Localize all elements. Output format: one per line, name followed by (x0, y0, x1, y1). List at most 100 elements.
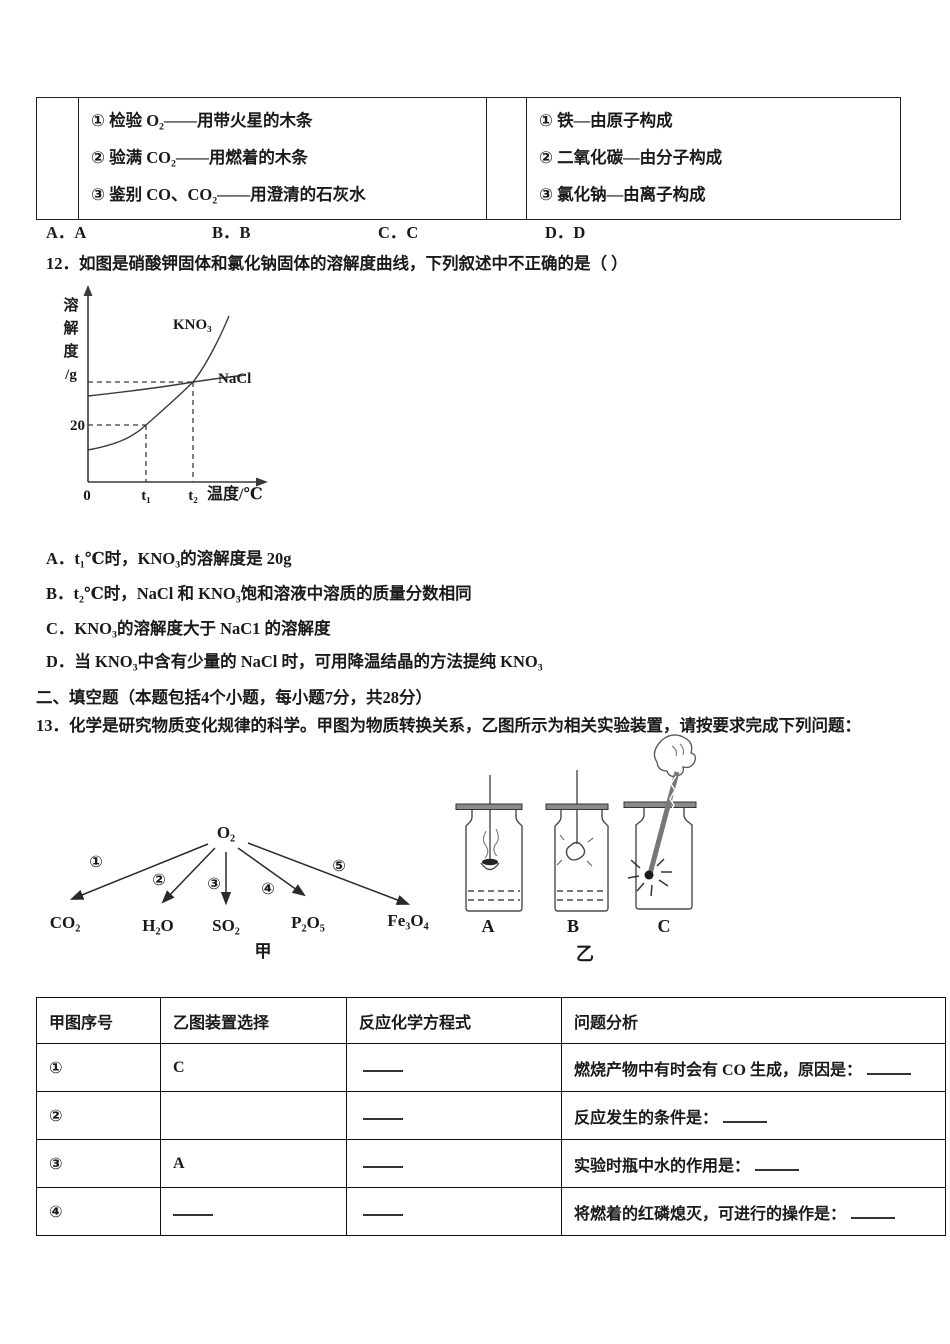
jia-caption: 甲 (255, 942, 272, 961)
row2-equation-blank (363, 1113, 403, 1120)
q12-option-b: B．t₂℃时，NaCl 和 KNO₃饱和溶液中溶质的质量分数相同 (46, 584, 472, 603)
row4-equation-blank (363, 1209, 403, 1216)
row3-device: A (160, 1139, 347, 1188)
q11-right-item-2: ② 二氧化碳—由分子构成 (539, 148, 723, 167)
q13-stem: 13．化学是研究物质变化规律的科学。甲图为物质转换关系，乙图所示为相关实验装置，… (36, 716, 861, 735)
row4-device-cell (160, 1187, 347, 1236)
q11-option-b: B．B (212, 223, 251, 242)
q11-table-gutter-left (36, 97, 79, 220)
arrow-2-icon (161, 847, 216, 904)
arrow-4-icon (237, 847, 306, 897)
row4-analysis-text: 将燃着的红磷熄灭，可进行的操作是： (574, 1205, 847, 1223)
arrow-label-2: ② (152, 872, 166, 889)
row3-analysis-cell: 实验时瓶中水的作用是： (561, 1139, 946, 1188)
bottle-a-sample (482, 858, 498, 866)
xaxis-label: 温度/℃ (206, 484, 263, 503)
bottle-b-label: B (567, 916, 579, 936)
row2-analysis-blank (723, 1116, 768, 1123)
q11-table-gutter-mid (486, 97, 527, 220)
solubility-chart: 溶 解 度 /g KNO₃ NaCl 20 0 t₁ t₂ 温度/℃ (63, 285, 268, 504)
q13-table-header-row: 甲图序号 乙图装置选择 反应化学方程式 问题分析 (36, 997, 946, 1044)
product-h2o: H₂O (142, 916, 174, 935)
table-row: ① C 燃烧产物中有时会有 CO 生成，原因是： (36, 1043, 946, 1092)
product-co2: CO₂ (50, 913, 81, 932)
row2-device (160, 1091, 347, 1140)
yi-diagram: A B C 乙 (455, 734, 697, 964)
nacl-curve (87, 374, 247, 397)
q11-comparison-table: ① 检验 O₂——用带火星的木条 ② 验满 CO₂——用燃着的木条 ③ 鉴别 C… (36, 97, 901, 220)
q11-left-item-3: ③ 鉴别 CO、CO₂——用澄清的石灰水 (91, 185, 366, 204)
row1-analysis-cell: 燃烧产物中有时会有 CO 生成，原因是： (561, 1043, 946, 1092)
section2-heading: 二、填空题（本题包括4个小题，每小题7分，共28分） (36, 688, 432, 707)
row1-analysis-blank (867, 1068, 912, 1075)
bottle-a-lid (455, 803, 523, 810)
product-fe3o4: Fe₃O₄ (387, 911, 428, 930)
hand-detail-icon (671, 743, 685, 757)
q11-table-right-cell: ① 铁—由原子构成 ② 二氧化碳—由分子构成 ③ 氯化钠—由离子构成 (526, 97, 901, 220)
q11-left-item-2: ② 验满 CO₂——用燃着的木条 (91, 148, 308, 167)
header-jia-seq: 甲图序号 (36, 997, 161, 1044)
yi-caption: 乙 (576, 944, 594, 964)
ylabel-char-3: 度 (63, 342, 79, 360)
bottle-a-label: A (482, 916, 495, 936)
row2-analysis-cell: 反应发生的条件是： (561, 1091, 946, 1140)
bottle-c (623, 734, 697, 910)
kno3-curve (87, 315, 230, 451)
row2-equation-cell (346, 1091, 562, 1140)
kno3-curve-label: KNO₃ (173, 317, 212, 333)
q11-option-a: A．A (46, 223, 87, 242)
y-axis-arrow-icon (83, 285, 93, 296)
q11-option-d: D．D (545, 223, 586, 242)
arrow-label-1: ① (89, 854, 103, 871)
row4-analysis-blank (851, 1212, 896, 1219)
bottle-a-smoke-icon (482, 830, 489, 859)
q11-option-c: C．C (378, 223, 419, 242)
row1-equation-cell (346, 1043, 562, 1092)
ylabel-char-1: 溶 (63, 296, 78, 314)
jia-diagram: O₂ ① ② ③ ④ ⑤ CO₂ H₂O SO₂ P₂O₅ Fe₃O₄ 甲 (50, 823, 429, 961)
arrow-label-5: ⑤ (332, 858, 346, 875)
bottle-c-wire-twist (666, 775, 677, 845)
q13-answer-table: 甲图序号 乙图装置选择 反应化学方程式 问题分析 ① C 燃烧产物中有时会有 C… (36, 997, 946, 1236)
bottle-c-burning-tip (644, 870, 654, 880)
row4-equation-cell (346, 1187, 562, 1236)
q12-option-a: A．t₁℃时，KNO₃的溶解度是 20g (46, 549, 292, 568)
header-equation: 反应化学方程式 (346, 997, 562, 1044)
row3-analysis-text: 实验时瓶中水的作用是： (574, 1157, 751, 1175)
bottle-c-label: C (658, 916, 671, 936)
bottle-c-wire (647, 771, 680, 875)
q11-right-item-1: ① 铁—由原子构成 (539, 111, 673, 130)
q11-options-row: A．A B．B C．C D．D (0, 219, 950, 243)
bottle-b-body (554, 810, 609, 912)
ylabel-char-2: 解 (63, 319, 78, 337)
arrow-5-icon (247, 842, 411, 905)
arrow-label-4: ④ (261, 881, 275, 898)
header-analysis: 问题分析 (561, 997, 946, 1044)
table-row: ③ A 实验时瓶中水的作用是： (36, 1139, 946, 1188)
row2-analysis-text: 反应发生的条件是： (574, 1109, 719, 1127)
header-yi-device: 乙图装置选择 (160, 997, 347, 1044)
q12-stem: 12．如图是硝酸钾固体和氯化钠固体的溶解度曲线，下列叙述中不正确的是（ ） (46, 254, 628, 273)
q11-left-item-1: ① 检验 O₂——用带火星的木条 (91, 111, 313, 130)
xtick-t1: t₁ (141, 488, 151, 504)
bottle-a-spoon (480, 862, 500, 871)
row4-seq: ④ (36, 1187, 161, 1236)
bottle-c-lid (623, 801, 697, 808)
xtick-t2: t₂ (188, 488, 198, 504)
q11-right-item-3: ③ 氯化钠—由离子构成 (539, 185, 706, 204)
jia-center-o2: O₂ (217, 823, 235, 842)
row3-equation-blank (363, 1161, 403, 1168)
bottle-b-lid (545, 803, 609, 810)
nacl-curve-label: NaCl (218, 371, 251, 387)
row4-device-blank (173, 1209, 213, 1216)
arrow-label-3: ③ (207, 876, 221, 893)
q12-option-d: D．当 KNO₃中含有少量的 NaCl 时，可用降温结晶的方法提纯 KNO₃ (46, 652, 543, 671)
row1-device: C (160, 1043, 347, 1092)
xtick-0: 0 (83, 488, 91, 504)
row2-seq: ② (36, 1091, 161, 1140)
row4-analysis-cell: 将燃着的红磷熄灭，可进行的操作是： (561, 1187, 946, 1236)
x-axis-arrow-icon (256, 477, 268, 487)
product-so2: SO₂ (212, 916, 240, 935)
bottle-b-sparks-icon (556, 834, 594, 867)
row1-equation-blank (363, 1065, 403, 1072)
